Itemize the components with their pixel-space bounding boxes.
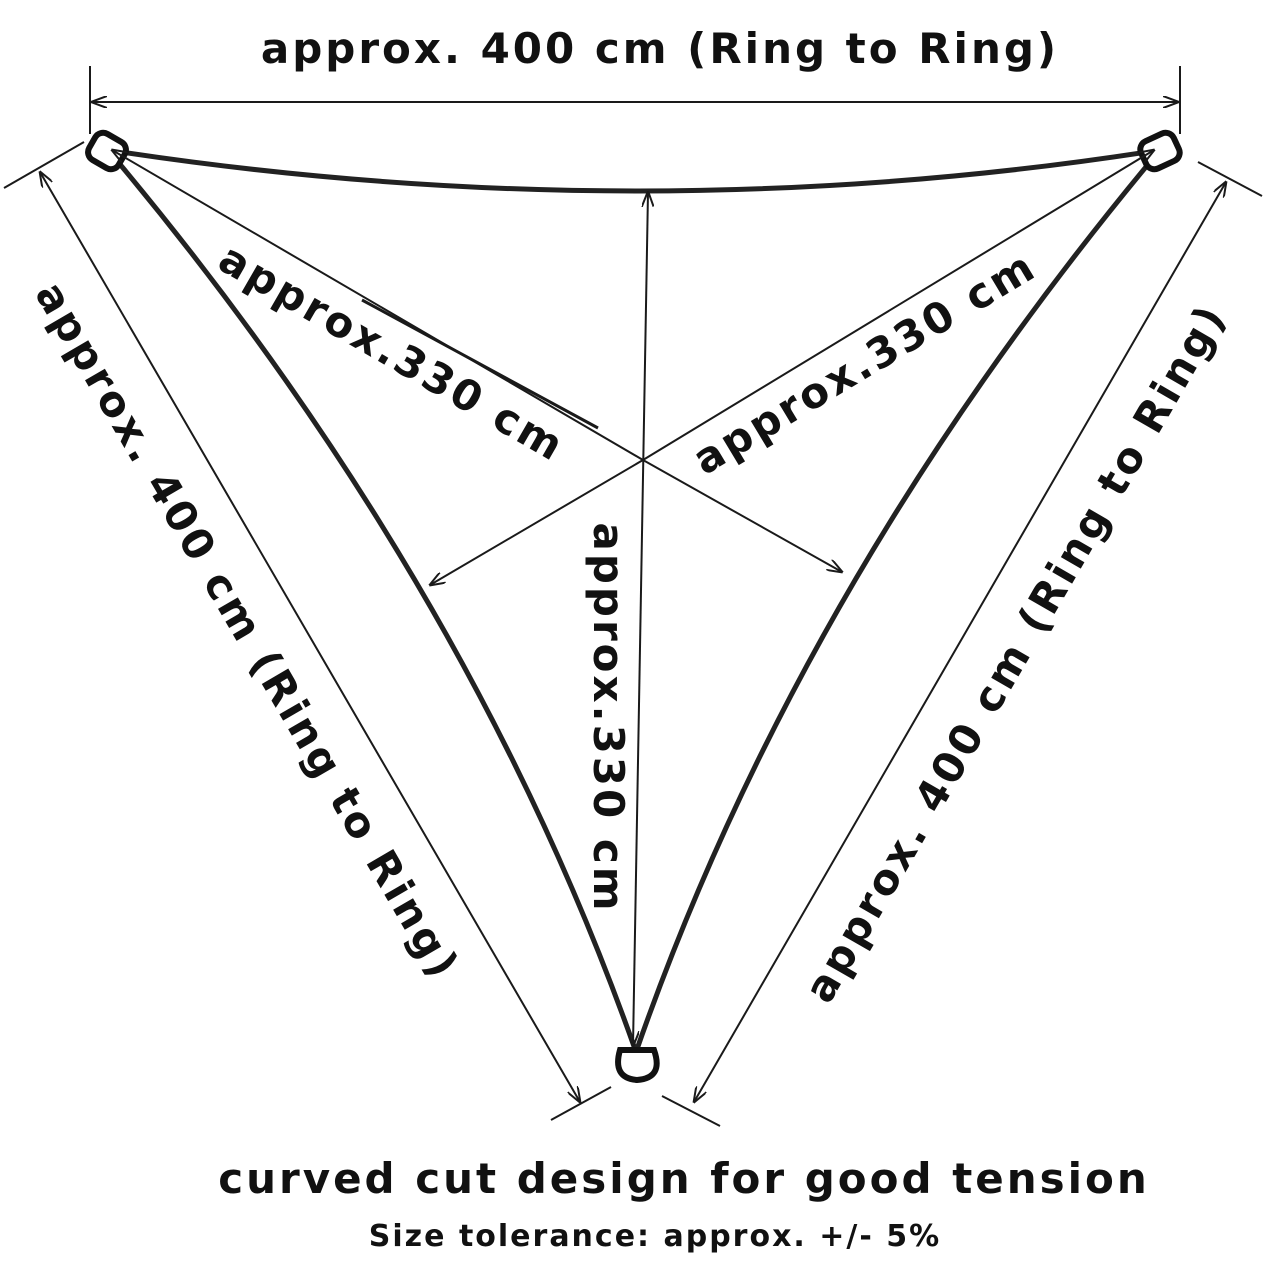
- caption-curved-cut: curved cut design for good tension: [218, 1154, 1150, 1203]
- label-top-side: approx. 400 cm (Ring to Ring): [261, 24, 1059, 73]
- dimension-arrow-left: [40, 172, 580, 1102]
- inner-arrow-top-right: [642, 150, 1154, 461]
- ext-tick-right-top: [1197, 161, 1263, 197]
- label-inner-center: approx.330 cm: [584, 522, 633, 913]
- ext-tick-left-top: [3, 141, 85, 189]
- inner-arrow-lower-left: [430, 459, 644, 585]
- ext-tick-left-bottom: [550, 1086, 612, 1121]
- label-underline-left: [361, 298, 599, 430]
- inner-arrow-top-left: [112, 150, 644, 461]
- label-right-side: approx. 400 cm (Ring to Ring): [795, 295, 1237, 1011]
- sail-edge-top: [105, 147, 1163, 194]
- inner-arrow-lower-right: [642, 459, 842, 572]
- sail-edge-right: [633, 147, 1163, 1055]
- ext-tick-right-bottom: [661, 1095, 721, 1127]
- ring-top-right: [1137, 129, 1183, 173]
- ring-bottom: [615, 1047, 660, 1084]
- label-inner-right: approx.330 cm: [684, 241, 1044, 484]
- caption-size-tolerance: Size tolerance: approx. +/- 5%: [369, 1219, 941, 1254]
- dimension-arrow-right: [694, 182, 1226, 1102]
- sail-edge-left: [105, 147, 639, 1055]
- inner-arrow-vertical: [633, 192, 648, 1046]
